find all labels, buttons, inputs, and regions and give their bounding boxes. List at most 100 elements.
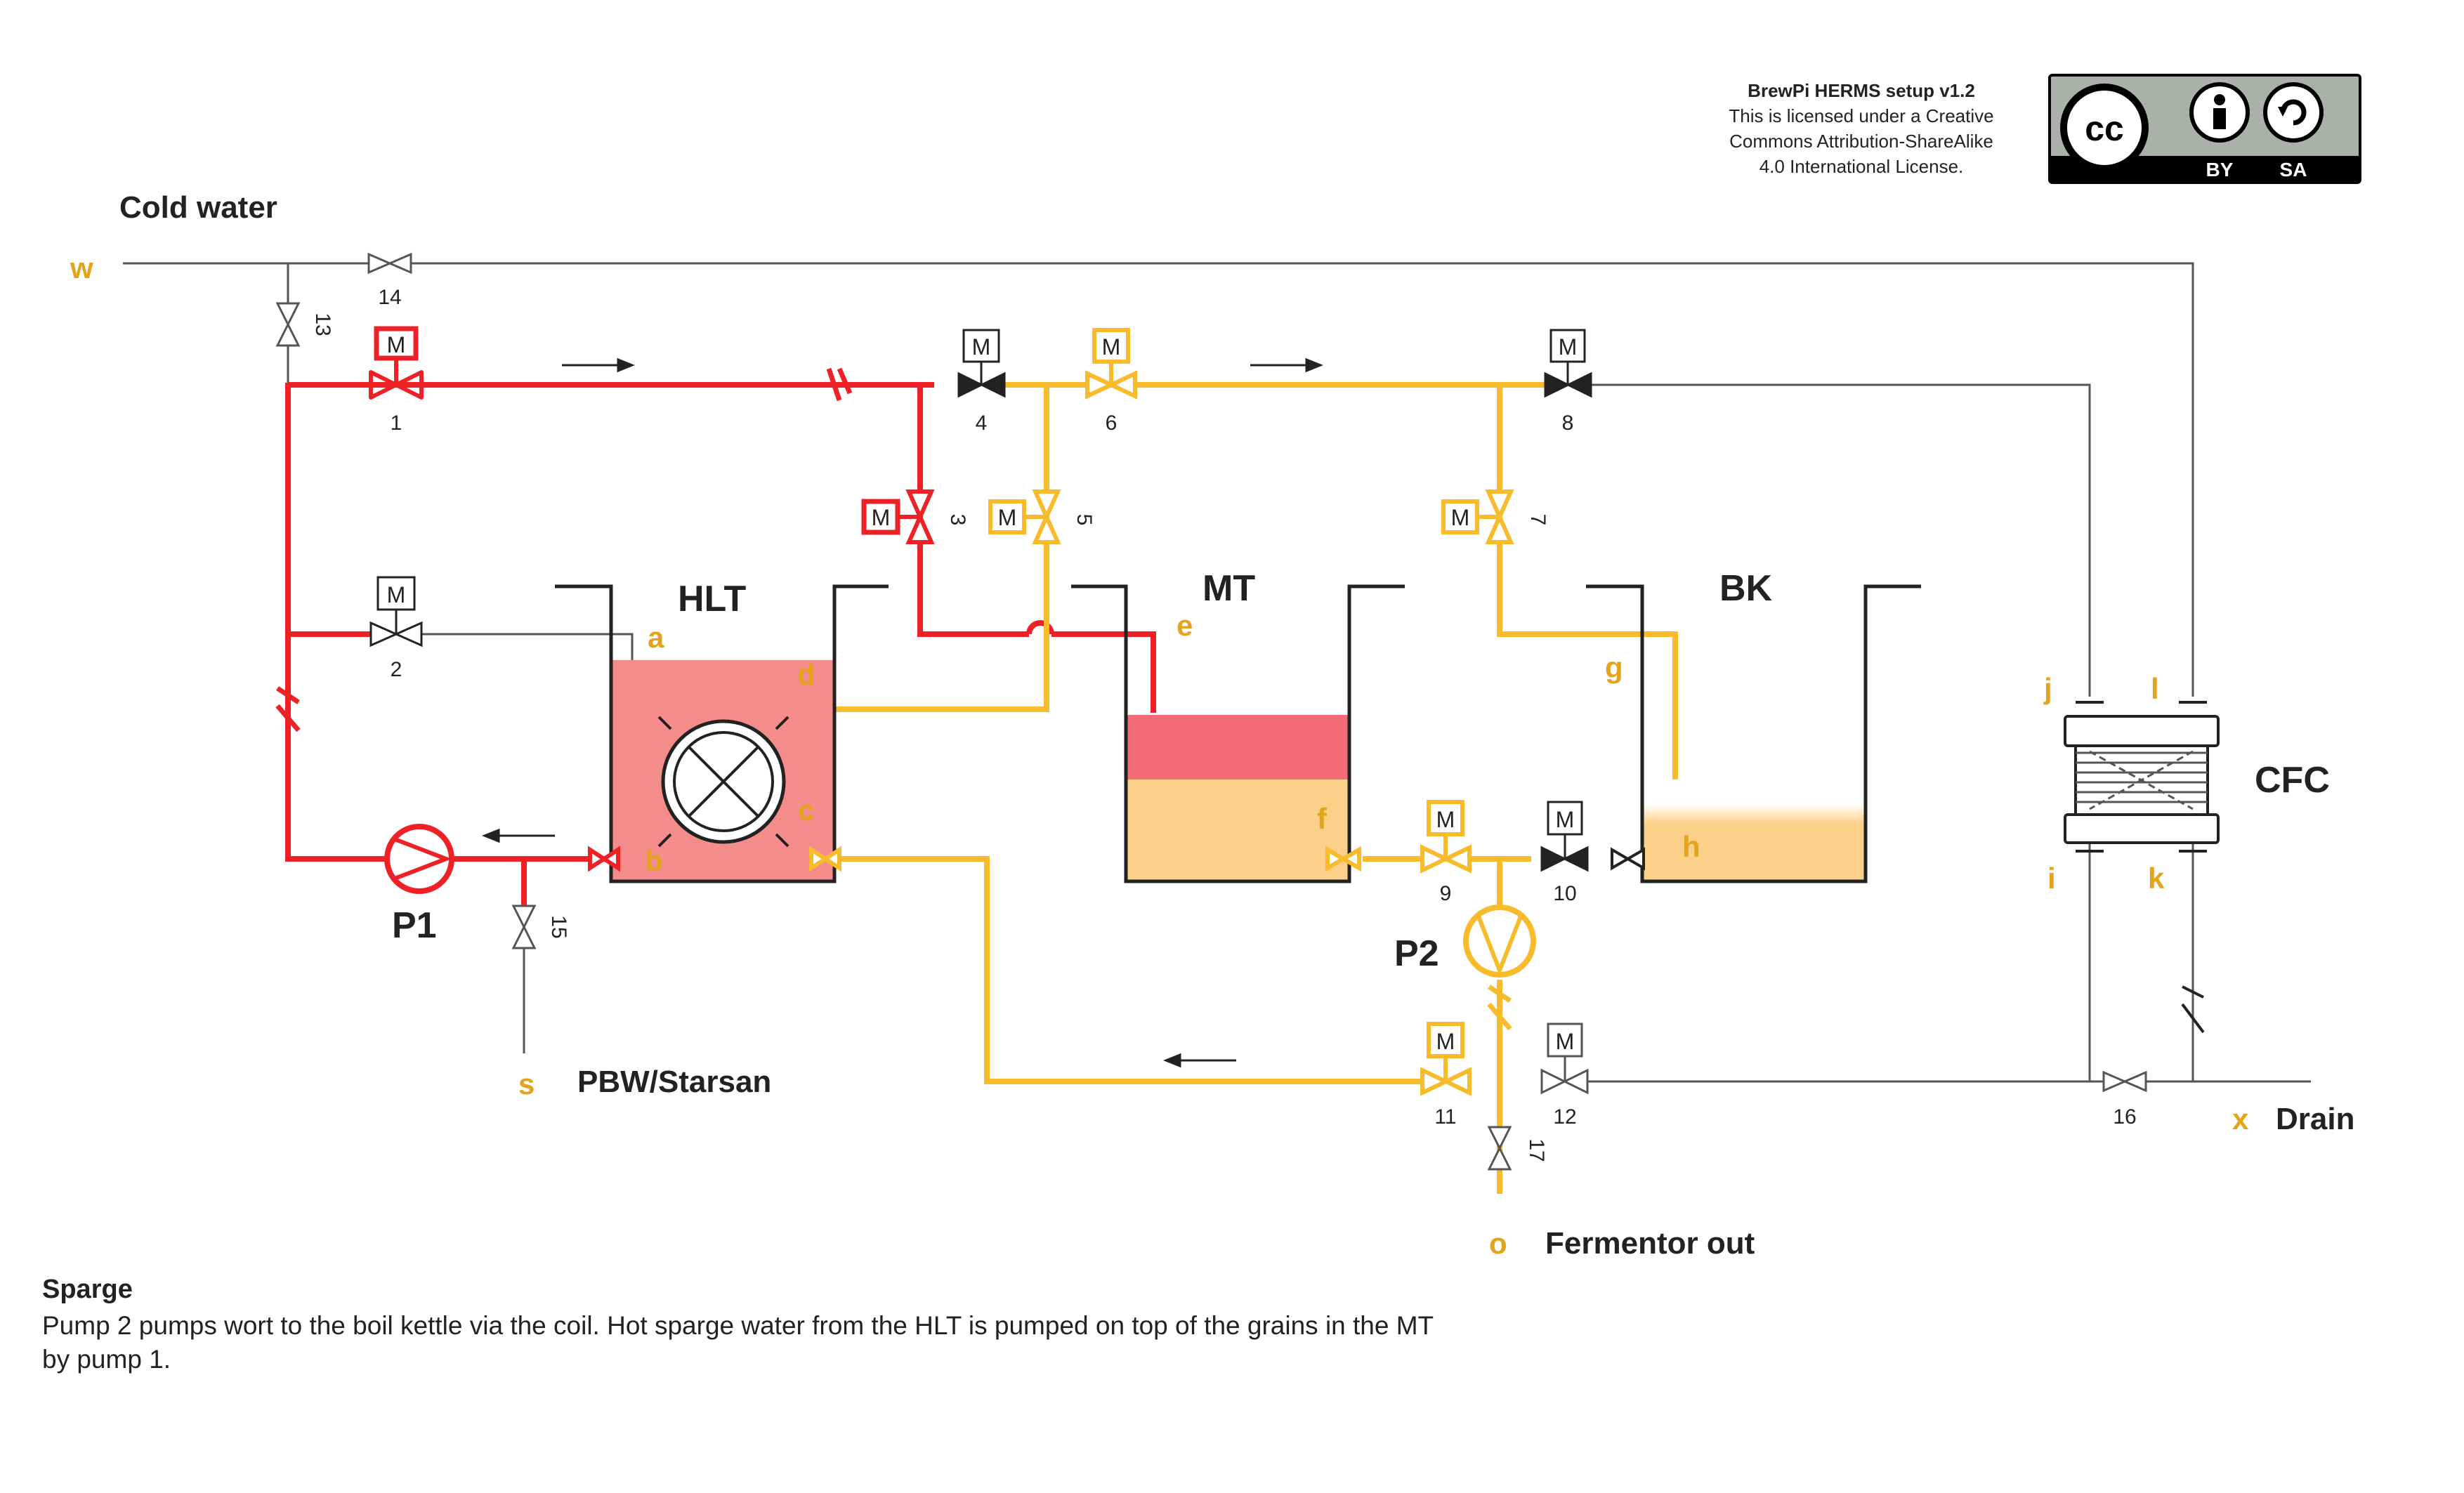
valve-1[interactable]: M	[369, 326, 424, 400]
port-e: e	[1177, 609, 1193, 642]
port-x: x	[2232, 1103, 2249, 1136]
valve-hlt-b[interactable]	[588, 846, 620, 872]
valve-14	[367, 252, 412, 275]
svg-text:BY: BY	[2206, 159, 2234, 180]
port-i: i	[2047, 862, 2056, 895]
valve-12-label: 12	[1553, 1105, 1576, 1129]
valve-7[interactable]: M	[1441, 489, 1514, 544]
valve-hlt-c[interactable]	[809, 846, 841, 872]
port-b: b	[645, 844, 663, 877]
port-c: c	[798, 794, 814, 827]
pump-p1[interactable]	[384, 824, 454, 894]
drain-label: Drain	[2276, 1102, 2354, 1136]
cold-water-label: Cold water	[119, 190, 277, 225]
bk-vessel	[1586, 584, 1921, 883]
valve-10[interactable]: M	[1540, 801, 1589, 872]
port-d: d	[797, 658, 815, 691]
pump-p2[interactable]	[1463, 905, 1536, 978]
description-title: Sparge	[42, 1275, 133, 1304]
valve-11-label: 11	[1434, 1105, 1456, 1129]
svg-text:SA: SA	[2280, 159, 2307, 180]
valve-13	[275, 302, 301, 347]
valve-7-label: 7	[1526, 514, 1549, 526]
flow-arrows	[481, 357, 1324, 1068]
valve-bk-h[interactable]	[1611, 847, 1645, 871]
valve-2[interactable]: M	[369, 576, 423, 647]
port-g: g	[1605, 651, 1623, 684]
water-lines	[123, 262, 2311, 1083]
check-valve-cfc	[2181, 985, 2205, 1034]
valve-5[interactable]: M	[988, 489, 1061, 544]
svg-text:M: M	[387, 332, 406, 357]
mt-label: MT	[1202, 568, 1255, 609]
valve-8-label: 8	[1562, 412, 1574, 435]
p1-label: P1	[392, 905, 437, 946]
cc-badge[interactable]: cc BY SA	[2048, 74, 2361, 184]
sa-icon	[2263, 82, 2324, 143]
license-line1: This is licensed under a Creative	[1729, 105, 1993, 126]
license-block: BrewPi HERMS setup v1.2 This is licensed…	[1729, 74, 2361, 184]
valve-17	[1487, 1126, 1512, 1171]
port-a: a	[648, 621, 664, 654]
license-line3: 4.0 International License.	[1759, 156, 1964, 177]
svg-text:M: M	[998, 505, 1017, 530]
valve-12[interactable]: M	[1540, 1022, 1589, 1095]
port-j: j	[2043, 672, 2052, 705]
valve-4-label: 4	[976, 412, 988, 435]
description-body: Pump 2 pumps wort to the boil kettle via…	[42, 1311, 1434, 1374]
hlt-label: HLT	[678, 579, 746, 619]
license-title: BrewPi HERMS setup v1.2	[1748, 80, 1975, 101]
cfc-label: CFC	[2255, 760, 2330, 801]
fermentor-label: Fermentor out	[1545, 1226, 1755, 1261]
valve-8[interactable]: M	[1544, 329, 1592, 398]
svg-text:M: M	[1436, 1029, 1455, 1054]
valve-16-label: 16	[2113, 1105, 2136, 1129]
svg-text:M: M	[1556, 807, 1575, 832]
p2-label: P2	[1394, 933, 1439, 974]
svg-text:M: M	[1436, 807, 1455, 832]
port-w: w	[70, 251, 93, 284]
license-line2: Commons Attribution-ShareAlike	[1729, 131, 1993, 152]
valve-2-label: 2	[391, 658, 402, 681]
svg-text:M: M	[1102, 334, 1121, 360]
valve-10-label: 10	[1553, 882, 1576, 905]
svg-text:M: M	[1556, 1029, 1575, 1054]
port-h: h	[1682, 830, 1700, 863]
svg-text:M: M	[872, 505, 891, 530]
cc-icon	[2060, 84, 2149, 172]
valve-13-label: 13	[311, 313, 334, 336]
port-f: f	[1317, 802, 1328, 835]
valve-1-label: 1	[391, 412, 402, 435]
valve-4[interactable]: M	[957, 329, 1006, 398]
valve-16	[2102, 1070, 2147, 1093]
valve-9-label: 9	[1440, 882, 1452, 905]
port-l: l	[2151, 672, 2159, 705]
valve-6-label: 6	[1106, 412, 1118, 435]
valve-17-label: 17	[1525, 1138, 1548, 1162]
port-k: k	[2148, 862, 2165, 895]
port-s: s	[518, 1067, 535, 1100]
valve-14-label: 14	[378, 286, 401, 309]
valve-3-label: 3	[946, 514, 969, 526]
svg-text:M: M	[1451, 505, 1470, 530]
valve-15-label: 15	[547, 915, 570, 938]
svg-text:cc: cc	[2085, 109, 2124, 148]
valve-5-label: 5	[1073, 514, 1096, 526]
valve-11[interactable]: M	[1420, 1022, 1472, 1096]
mt-vessel	[1071, 584, 1405, 883]
bk-label: BK	[1719, 568, 1773, 609]
valve-mt-f[interactable]	[1325, 846, 1361, 872]
description-block: Sparge Pump 2 pumps wort to the boil ket…	[42, 1275, 1447, 1376]
svg-text:M: M	[1559, 334, 1578, 360]
valve-15	[511, 905, 537, 949]
valve-3[interactable]: M	[861, 489, 935, 544]
valve-6[interactable]: M	[1085, 328, 1137, 400]
valve-9[interactable]: M	[1420, 800, 1472, 874]
cfc-chiller	[2064, 701, 2220, 853]
pbw-label: PBW/Starsan	[577, 1065, 771, 1099]
hlt-vessel	[555, 584, 889, 883]
check-valve-red-horizontal	[826, 367, 853, 402]
port-o: o	[1489, 1227, 1507, 1260]
check-valve-red-vertical	[275, 686, 301, 732]
